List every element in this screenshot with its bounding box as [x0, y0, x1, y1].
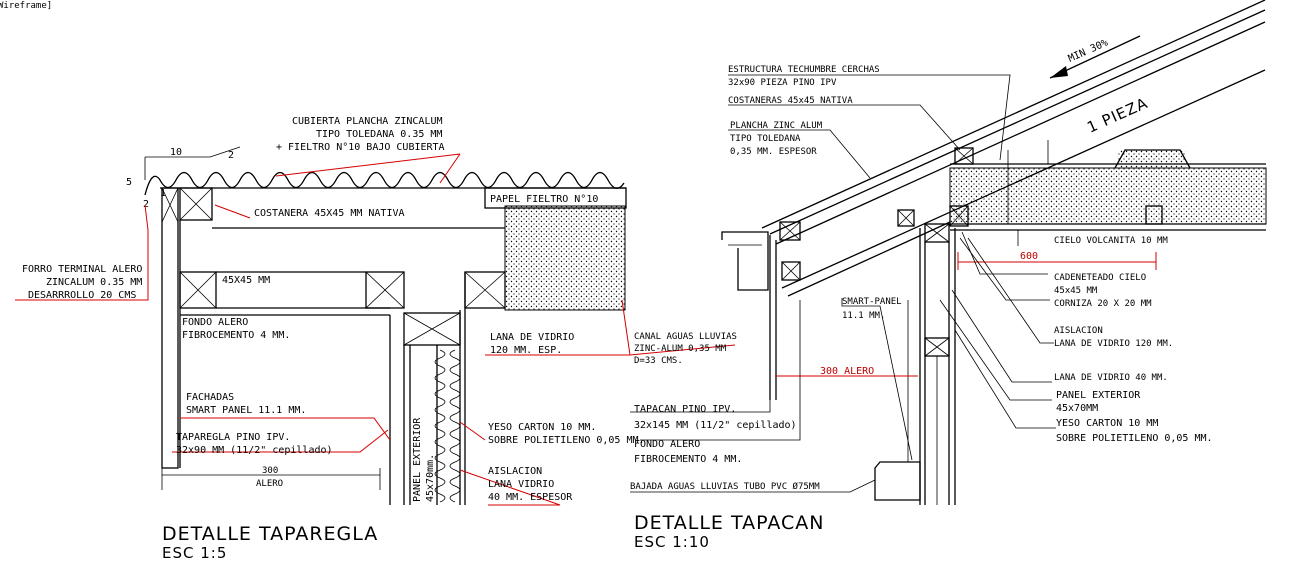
dim-600: 600	[1020, 251, 1038, 262]
label-aislacion-1: AISLACION	[1054, 326, 1103, 336]
label-estructura-1: ESTRUCTURA TECHUMBRE CERCHAS	[728, 65, 880, 75]
label-lana-2: 120 MM. ESP.	[490, 345, 562, 356]
label-corniza: CORNIZA 20 X 20 MM	[1054, 299, 1152, 309]
label-forro-1: FORRO TERMINAL ALERO	[22, 264, 142, 275]
label-lana40: LANA DE VIDRIO 40 MM.	[1054, 373, 1168, 383]
label-fachadas-2: SMART PANEL 11.1 MM.	[186, 405, 306, 416]
right-detail-scale: ESC 1:10	[634, 533, 710, 551]
label-panel-2: 45x70MM	[1056, 403, 1098, 414]
label-smart-1: SMART-PANEL	[842, 297, 902, 307]
label-forro-3: DESARRROLLO 20 CMS	[28, 290, 136, 301]
label-panel-45x70: 45x70mm.	[425, 454, 436, 502]
corrugated-roof-sheet	[144, 171, 625, 196]
label-aisl-2: LANA VIDRIO	[488, 479, 554, 490]
label-aisl-1: AISLACION	[488, 466, 542, 477]
label-plancha-2: TIPO TOLEDANA	[730, 134, 801, 144]
label-aisl-3: 40 MM. ESPESOR	[488, 492, 573, 503]
dim-1: 1	[160, 188, 166, 199]
left-detail-scale: ESC 1:5	[162, 544, 227, 562]
label-plancha-1: PLANCHA ZINC ALUM	[730, 121, 823, 131]
label-fachadas-1: FACHADAS	[186, 392, 234, 403]
label-fondo-2: FIBROCEMENTO 4 MM.	[634, 454, 742, 465]
label-aislacion-2: LANA DE VIDRIO 120 MM.	[1054, 339, 1173, 349]
label-smart-2: 11.1 MM.	[842, 311, 885, 321]
dim-2b: 2	[143, 199, 149, 210]
right-detail-title: DETALLE TAPACAN	[634, 512, 825, 534]
label-tapa-1: TAPAREGLA PINO IPV.	[176, 432, 290, 443]
label-cadeneteado-2: 45x45 MM	[1054, 286, 1098, 296]
label-canal-1: CANAL AGUAS LLUVIAS	[634, 332, 737, 342]
detail-taparegla: 10 2 5 2 1	[15, 116, 645, 562]
dim-alero: ALERO	[256, 479, 283, 489]
label-cubierta-1: CUBIERTA PLANCHA ZINCALUM	[292, 116, 443, 127]
label-cubierta-2: TIPO TOLEDANA 0.35 MM	[316, 129, 442, 140]
label-panel-1: PANEL EXTERIOR	[1056, 390, 1141, 401]
label-panel-exterior: PANEL EXTERIOR	[412, 417, 423, 502]
label-cadeneteado-1: CADENETEADO CIELO	[1054, 273, 1146, 283]
left-detail-title: DETALLE TAPAREGLA	[162, 523, 378, 545]
label-45x45: 45X45 MM	[222, 275, 270, 286]
insulation-wave	[434, 349, 446, 503]
label-cubierta-3: + FIELTRO N°10 BAJO CUBIERTA	[276, 142, 445, 153]
label-fondo-2: FIBROCEMENTO 4 MM.	[182, 330, 290, 341]
dim-300-alero: 300 ALERO	[820, 366, 874, 377]
label-tapacan-2: 32x145 MM (11/2" cepillado)	[634, 420, 797, 431]
dim-5: 5	[126, 177, 132, 188]
label-estructura-2: 32x90 PIEZA PINO IPV	[728, 78, 837, 88]
label-plancha-3: 0,35 MM. ESPESOR	[730, 147, 817, 157]
dim-2a: 2	[228, 150, 234, 161]
label-tapacan-1: TAPACAN PINO IPV.	[634, 404, 736, 415]
label-costaneras: COSTANERAS 45x45 NATIVA	[728, 96, 853, 106]
label-yeso-1: YESO CARTON 10 MM	[1056, 418, 1158, 429]
label-lana-1: LANA DE VIDRIO	[490, 332, 574, 343]
window-label: Wireframe]	[0, 1, 52, 11]
label-canal-3: D=33 CMS.	[634, 356, 683, 366]
label-yeso-2: SOBRE POLIETILENO 0,05 MM.	[488, 435, 645, 446]
label-yeso-2: SOBRE POLIETILENO 0,05 MM.	[1056, 433, 1213, 444]
dim-10: 10	[170, 147, 182, 158]
label-cielo: CIELO VOLCANITA 10 MM	[1054, 236, 1168, 246]
label-bajada: BAJADA AGUAS LLUVIAS TUBO PVC Ø75MM	[630, 481, 820, 492]
label-yeso-1: YESO CARTON 10 MM.	[488, 422, 596, 433]
label-tapa-2: 32x90 MM (11/2" cepillado)	[176, 445, 333, 456]
pieza-label: 1 PIEZA	[1084, 94, 1151, 137]
label-forro-2: ZINCALUM 0.35 MM	[46, 277, 142, 288]
label-canal-2: ZINC-ALUM 0,35 MM	[634, 344, 727, 354]
label-papel: PAPEL FIELTRO N°10	[490, 194, 598, 205]
dim-300: 300	[262, 466, 278, 476]
label-fondo-1: FONDO ALERO	[182, 317, 248, 328]
detail-tapacan: MIN 30% 1 PIEZA	[629, 0, 1267, 551]
label-costanera: COSTANERA 45X45 MM NATIVA	[254, 208, 405, 219]
label-fondo-1: FONDO ALERO	[634, 439, 700, 450]
